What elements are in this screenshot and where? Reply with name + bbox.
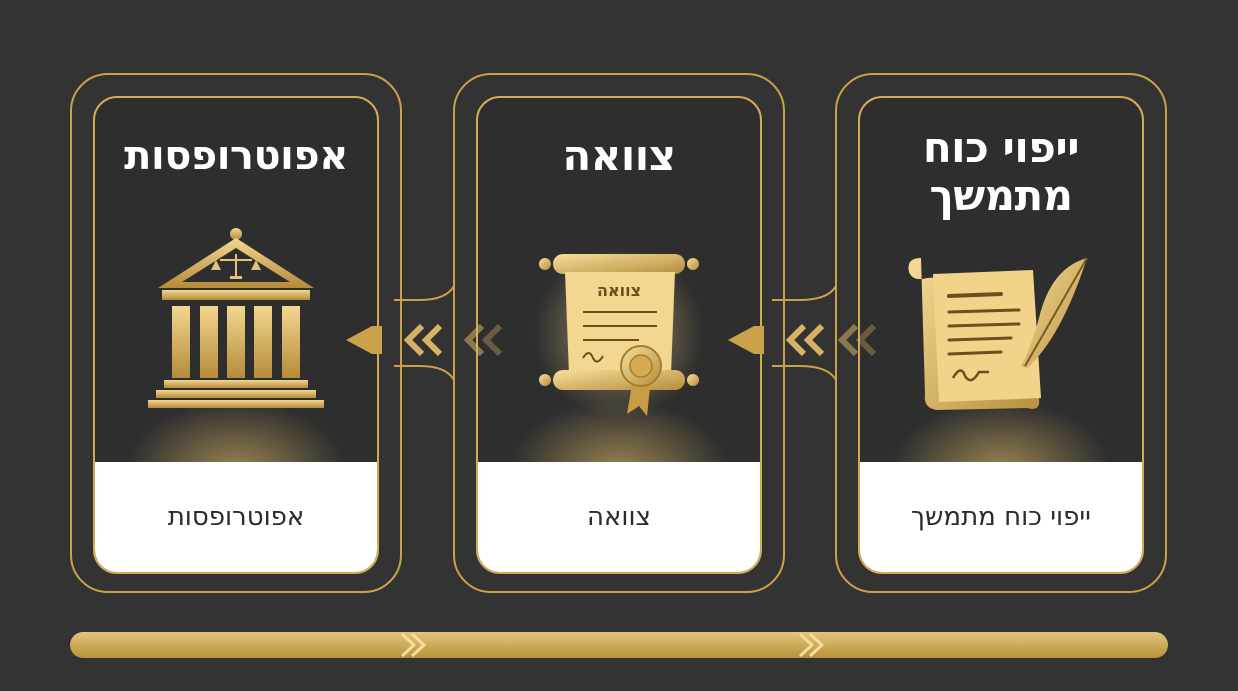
icon-glow <box>125 400 347 470</box>
scroll-seal-icon: צוואה <box>529 238 709 432</box>
card-title: ייפוי כוח מתמשך <box>922 123 1080 220</box>
card-title: צוואה <box>562 131 676 180</box>
card-footer: אפוטרופסות <box>95 462 377 572</box>
card-footer-label: ייפוי כוח מתמשך <box>911 502 1091 532</box>
chevron-arrows-icon <box>724 318 894 362</box>
card-guardianship: אפוטרופסות <box>93 96 379 574</box>
document-quill-icon <box>901 248 1101 422</box>
scroll-title: צוואה <box>597 281 641 300</box>
card-footer: ייפוי כוח מתמשך <box>860 462 1142 572</box>
card-outer-frame <box>70 73 402 593</box>
card-outer-frame <box>835 73 1167 593</box>
chevron-arrows-icon <box>342 318 522 362</box>
card-footer-label: אפוטרופסות <box>167 502 305 532</box>
icon-glow <box>890 400 1112 470</box>
courthouse-scales-icon <box>146 222 326 416</box>
timeline-bar <box>70 632 1168 658</box>
card-footer-label: צוואה <box>587 502 651 532</box>
card-footer: צוואה <box>478 462 760 572</box>
card-title: אפוטרופסות <box>124 133 348 179</box>
card-outer-frame <box>453 73 785 593</box>
card-durable-power-of-attorney: ייפוי כוח מתמשך י <box>858 96 1144 574</box>
